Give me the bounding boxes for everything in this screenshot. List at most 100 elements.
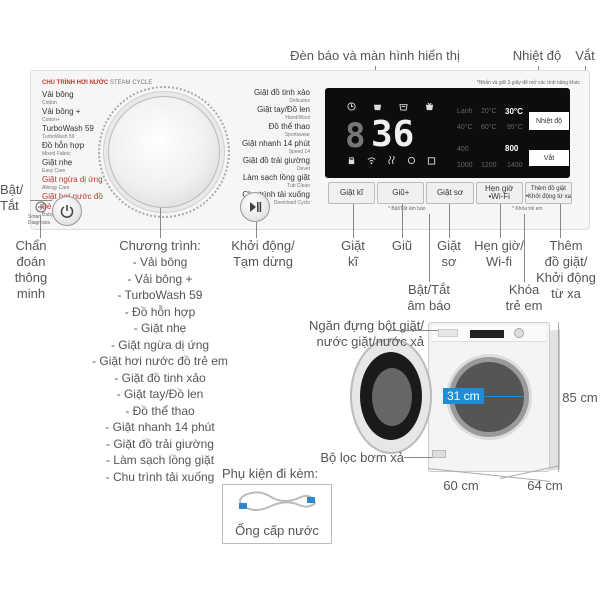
timer-icon <box>347 102 356 111</box>
add-item-button[interactable]: Thêm đồ giặt •Khởi động từ xa <box>524 182 573 204</box>
spin-1200: 1200 <box>481 162 497 169</box>
program-callout-item: - Đồ hỗn hợp <box>124 304 196 319</box>
leader-line <box>524 214 525 282</box>
program-callout-title: Chương trình: <box>119 238 201 253</box>
washer-display-strip <box>470 330 504 338</box>
program-dial-ring <box>98 86 230 218</box>
spin-selected: 800 <box>505 144 519 153</box>
lcd-display: 8 36 Lạnh 20°C 40°C 30°C 60°C 95°C 400 1… <box>325 88 570 178</box>
door-icon <box>407 156 416 165</box>
spin-label: Vắt <box>575 48 595 63</box>
prewash-callout: Giặt sơ <box>437 238 461 269</box>
program-callout-item: - Chu trình tải xuống <box>105 469 215 484</box>
program-callout: Chương trình: - Vải bông - Vải bông + - Tu… <box>90 238 230 485</box>
rinse-icon <box>399 104 408 111</box>
leader-line <box>402 204 403 238</box>
program-callout-item: - Vải bông + <box>127 271 193 286</box>
lcd-dim-digit: 8 <box>345 116 368 156</box>
program-callout-item: - Giặt tay/Đồ len <box>116 387 204 401</box>
program-callout-item: - Giặt đồ trải giường <box>106 436 214 451</box>
inner-temp-tag: Nhiệt độ <box>529 112 569 130</box>
wifi-icon <box>367 157 376 165</box>
washer-mini-dial <box>514 328 524 338</box>
temp-60: 60°C <box>481 124 497 131</box>
leader-line <box>160 208 161 238</box>
start-pause-callout: Khởi động/ Tạm dừng <box>231 238 295 269</box>
filter-callout: Bộ lọc bơm xả <box>320 450 404 465</box>
prewash-button[interactable]: Giặt sơ <box>426 182 474 204</box>
accessory-box: Ống cấp nước <box>222 484 332 544</box>
detergent-callout: Ngăn đựng bột giặt/ nước giặt/nước xả <box>309 318 424 349</box>
water-hose-label: Ống cấp nước <box>235 523 319 538</box>
program-callout-item: - Giặt đồ tinh xảo <box>114 370 206 385</box>
temp-95: 95°C <box>507 124 523 131</box>
drain-filter-cover[interactable] <box>432 450 446 458</box>
timer-wifi-callout: Hẹn giờ/ Wi-fi <box>474 238 524 269</box>
leader-line <box>353 204 354 238</box>
width-dimension: 60 cm <box>443 478 479 493</box>
door-glass-inner <box>372 368 412 426</box>
program-callout-item: - Làm sạch lồng giặt <box>105 453 215 467</box>
spin-400: 400 <box>457 146 469 153</box>
program-callout-item: - TurboWash 59 <box>117 288 203 302</box>
beep-sub-note: * Bật/Tắt âm báo <box>388 206 426 212</box>
display-indicator-label: Đèn báo và màn hình hiển thị <box>290 48 460 63</box>
leader-line <box>449 204 450 238</box>
power-button[interactable] <box>52 196 82 226</box>
leader-line <box>429 214 430 282</box>
program-dial[interactable] <box>108 96 220 208</box>
depth-dimension: 64 cm <box>527 478 563 493</box>
temp-cold: Lạnh <box>457 108 473 115</box>
rinse-plus-button[interactable]: Giũ+ <box>377 182 425 204</box>
door-diameter-line <box>454 396 524 397</box>
program-callout-item: - Giặt nhanh 14 phút <box>105 420 215 434</box>
inner-spin-tag: Vắt <box>529 150 569 166</box>
lcd-digits: 36 <box>371 114 415 155</box>
leader-line <box>560 204 561 238</box>
beep-callout: Bật/Tắt âm báo <box>407 282 451 313</box>
power-icon <box>60 205 74 218</box>
child-lock-callout: Khóa trẻ em <box>505 282 543 313</box>
height-dimension-line <box>558 322 559 472</box>
height-dimension: 85 cm <box>562 390 598 405</box>
temp-40: 40°C <box>457 124 473 131</box>
detergent-drawer[interactable] <box>438 329 458 337</box>
door-diameter-badge: 31 cm <box>443 388 484 404</box>
program-callout-item: - Đồ thể thao <box>125 403 195 418</box>
spin-1400: 1400 <box>507 162 523 169</box>
temp-selected: 30°C <box>505 107 523 116</box>
intensive-wash-button[interactable]: Giặt kĩ <box>328 182 376 204</box>
lock-sub-note: * Khóa trẻ em <box>512 206 543 212</box>
play-pause-icon <box>250 202 262 212</box>
lock-icon <box>348 157 355 165</box>
program-callout-item: - Giặt hơi nước đồ trẻ em <box>92 354 228 368</box>
steam-icon <box>388 156 395 165</box>
leader-line <box>500 204 501 238</box>
option-buttons: Giặt kĩ Giũ+ Giặt sơ Hẹn giờ •Wi-Fi Thêm… <box>328 182 573 204</box>
start-pause-button[interactable] <box>240 192 270 222</box>
temp-20: 20°C <box>481 108 497 115</box>
leader-line <box>30 200 52 201</box>
add-item-callout: Thêm đồ giặt/ Khởi động từ xa <box>536 238 596 301</box>
tub-icon <box>427 157 436 165</box>
intensive-wash-callout: Giặt kĩ <box>341 238 365 269</box>
leader-line <box>404 457 432 458</box>
temperature-label: Nhiệt độ <box>512 48 562 63</box>
power-callout: Bật/ Tắt <box>0 182 24 213</box>
timer-wifi-button[interactable]: Hẹn giờ •Wi-Fi <box>475 182 523 204</box>
panel-program-left: Vải bông +Cotton+ <box>42 107 81 123</box>
leader-line <box>256 222 257 238</box>
program-callout-item: - Vải bông <box>132 255 188 269</box>
water-hose-icon <box>239 491 317 511</box>
wash-icon <box>373 104 382 111</box>
spin-1000: 1000 <box>457 162 473 169</box>
